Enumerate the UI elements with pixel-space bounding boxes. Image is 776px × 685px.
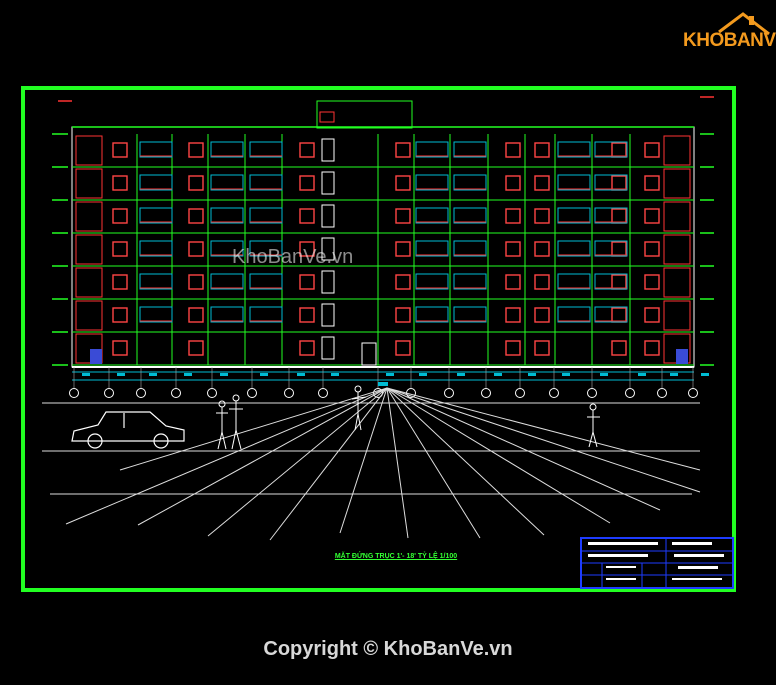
drawing-caption: MẶT ĐỨNG TRỤC 1'- 18' TỶ LỆ 1/100: [0, 553, 776, 560]
drawing-caption-text: MẶT ĐỨNG TRỤC 1'- 18' TỶ LỆ 1/100: [334, 553, 458, 560]
grid-axis-markers: [69, 367, 709, 398]
logo-text: KHOBANVE: [683, 30, 776, 51]
logo: KHOBANVE: [679, 10, 776, 56]
watermark: KhoBanVe.vn: [232, 246, 354, 268]
house-roof-icon: [718, 12, 770, 36]
title-block-lines: [582, 539, 732, 587]
car-icon: [71, 411, 185, 449]
building-floors: [52, 133, 714, 366]
copyright-text: Copyright © KhoBanVe.vn: [263, 638, 513, 660]
ground-perspective: [42, 387, 701, 541]
title-block: [580, 537, 734, 589]
drawing-frame: [21, 86, 736, 592]
person-icon: [216, 385, 600, 450]
